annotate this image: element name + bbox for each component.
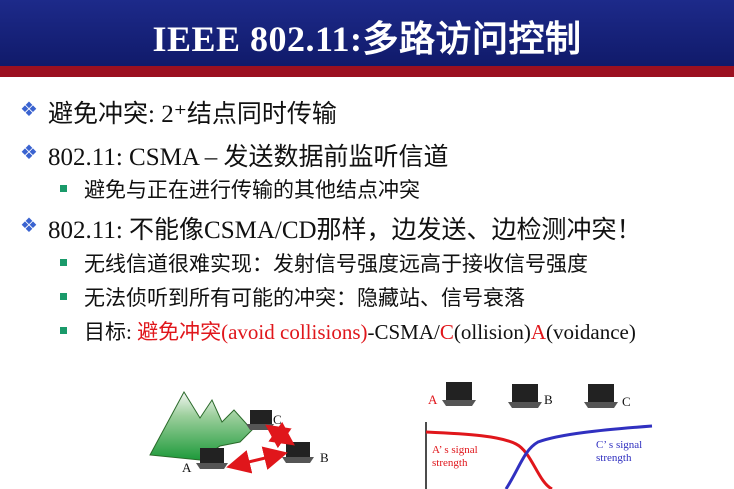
square-bullet-icon [60, 259, 67, 266]
slide-title: IEEE 802.11:多路访问控制 [152, 19, 582, 59]
signal-fading-figure: A B C A’ s signal strength C’ s signal s… [425, 382, 653, 489]
laptop-icon [246, 410, 274, 430]
laptop-icon [508, 384, 542, 408]
a-signal-label-2: strength [432, 457, 468, 469]
c-signal-curve [504, 424, 653, 489]
square-bullet-icon [60, 185, 67, 192]
diamond-bullet-icon: ❖ [20, 215, 38, 237]
c-signal-label-2: strength [596, 452, 632, 464]
a-signal-curve [425, 430, 553, 489]
label-c: C [273, 412, 282, 427]
hidden-station-figure: C B A [149, 390, 329, 475]
laptop-icon [584, 384, 618, 408]
bullet-1: 避免冲突: 2⁺结点同时传输 [48, 101, 337, 128]
diamond-bullet-icon: ❖ [20, 142, 38, 164]
laptop-icon [282, 442, 314, 463]
link-b-c-arrow [265, 421, 295, 449]
label-b: B [544, 392, 553, 407]
square-bullet-icon [60, 293, 67, 300]
label-c: C [622, 394, 631, 409]
a-signal-label: A’ s signal [432, 444, 478, 456]
bullet-2: 802.11: CSMA – 发送数据前监听信道 [48, 144, 449, 171]
title-bar [0, 0, 734, 66]
bullet-3-sub-3: 目标: 避免冲突(avoid collisions)-CSMA/C(ollisi… [84, 320, 636, 344]
label-b: B [320, 450, 329, 465]
bullet-3: 802.11: 不能像CSMA/CD那样，边发送、边检测冲突！ [48, 217, 642, 244]
square-bullet-icon [60, 327, 67, 334]
label-a: A [428, 392, 438, 407]
title-stripe [0, 66, 734, 77]
laptop-icon [442, 382, 476, 406]
laptop-icon [196, 448, 228, 469]
bullet-2-sub-1: 避免与正在进行传输的其他结点冲突 [84, 178, 420, 202]
label-a: A [182, 460, 192, 475]
link-a-b-arrow [226, 446, 288, 474]
bullet-3-sub-2: 无法侦听到所有可能的冲突：隐藏站、信号衰落 [84, 286, 525, 310]
c-signal-label: C’ s signal [596, 439, 642, 451]
bullet-3-sub-1: 无线信道很难实现：发射信号强度远高于接收信号强度 [84, 252, 588, 276]
diamond-bullet-icon: ❖ [20, 99, 38, 121]
